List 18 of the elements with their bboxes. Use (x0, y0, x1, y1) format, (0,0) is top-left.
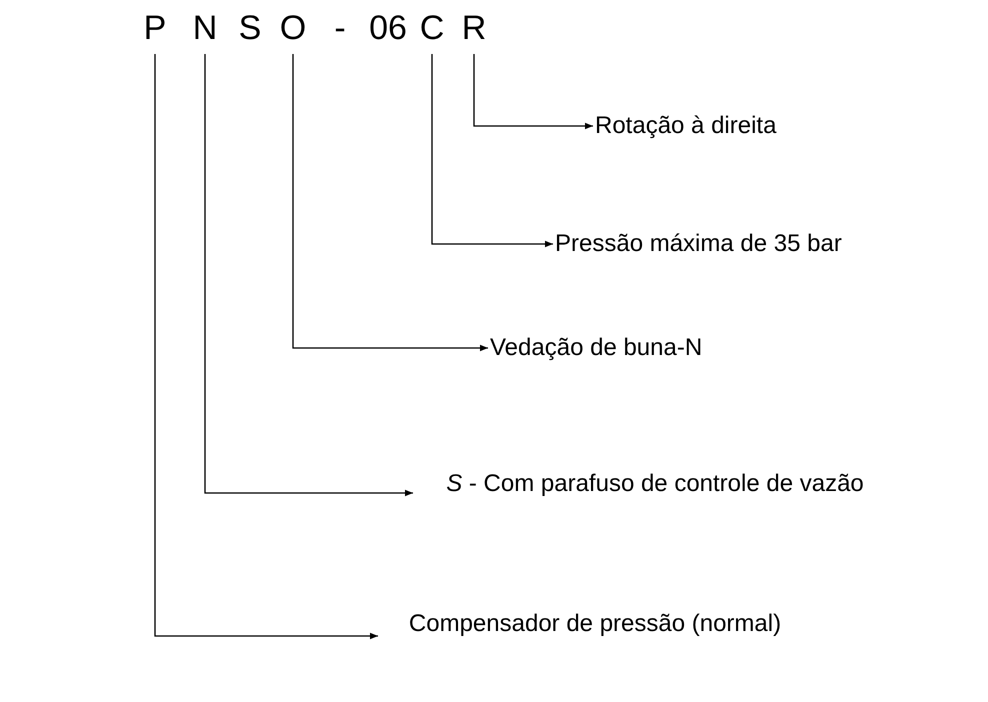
leader-arrow (154, 54, 378, 640)
code-letter: R (459, 8, 489, 48)
leader-arrow (292, 54, 488, 352)
code-letter: O (278, 8, 308, 48)
leader-arrow (473, 54, 593, 130)
description-text: S - Com parafuso de controle de vazão (415, 468, 895, 500)
code-character: S (238, 8, 262, 48)
code-letter: C (417, 8, 447, 48)
description-text: Pressão máxima de 35 bar (555, 228, 842, 260)
code-letter: P (140, 8, 170, 48)
description-text: Vedação de buna-N (490, 332, 702, 364)
leader-arrow (204, 54, 413, 496)
code-letter: N (190, 8, 220, 48)
description-text: Rotação à direita (595, 110, 776, 142)
leader-arrow (431, 54, 553, 248)
description-text: Compensador de pressão (normal) (380, 608, 810, 640)
code-character: - (333, 8, 347, 48)
code-character: 06 (368, 8, 408, 48)
